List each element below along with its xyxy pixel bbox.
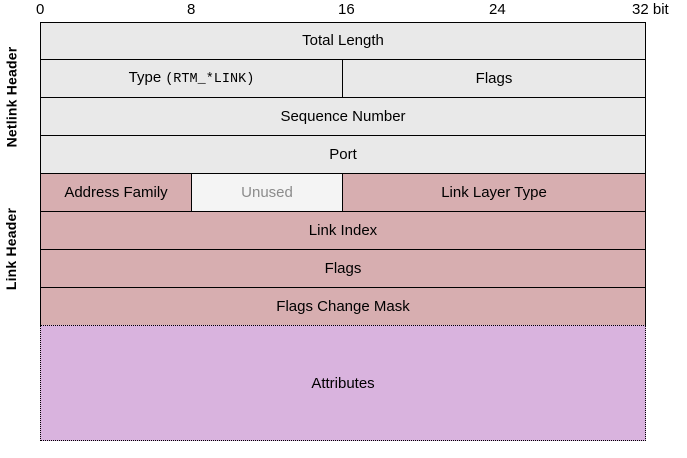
group-label-link-header-text: Link Header — [3, 207, 19, 290]
field-attributes-label: Attributes — [311, 374, 375, 392]
packet-row-sequence-number: Sequence Number — [40, 98, 646, 136]
group-label-netlink-header-text: Netlink Header — [3, 46, 19, 148]
ruler-tick-0: 0 — [36, 1, 45, 18]
field-link-index: Link Index — [41, 212, 645, 249]
field-type-label: Type — [128, 68, 162, 86]
packet-row-address-family: Address Family Unused Link Layer Type — [40, 174, 646, 212]
group-label-link-header: Link Header — [0, 172, 22, 325]
ruler-tick-16: 16 — [338, 1, 355, 18]
ruler-tick-8: 8 — [187, 1, 196, 18]
packet-row-total-length: Total Length — [40, 22, 646, 60]
bit-ruler: 0 8 16 24 32 bit — [36, 0, 669, 22]
field-port: Port — [41, 136, 645, 173]
field-type-suffix: (RTM_*LINK) — [165, 71, 255, 87]
field-flags-change-mask: Flags Change Mask — [41, 288, 645, 325]
packet-row-port: Port — [40, 136, 646, 174]
field-link-flags: Flags — [41, 250, 645, 287]
field-link-layer-type: Link Layer Type — [343, 174, 645, 211]
packet-row-link-index: Link Index — [40, 212, 646, 250]
group-label-netlink-header: Netlink Header — [0, 22, 22, 172]
field-address-family: Address Family — [41, 174, 192, 211]
field-unused: Unused — [192, 174, 343, 211]
field-total-length: Total Length — [41, 23, 645, 59]
ruler-tick-32: 32 bit — [632, 1, 669, 18]
field-netlink-flags: Flags — [343, 60, 645, 97]
packet-row-link-flags: Flags — [40, 250, 646, 288]
ruler-tick-24: 24 — [489, 1, 506, 18]
packet-rows: Total Length Type (RTM_*LINK) Flags Sequ… — [40, 22, 646, 326]
packet-row-type-flags: Type (RTM_*LINK) Flags — [40, 60, 646, 98]
field-attributes: Attributes — [40, 325, 646, 441]
field-sequence-number: Sequence Number — [41, 98, 645, 135]
field-type: Type (RTM_*LINK) — [41, 60, 343, 97]
packet-row-flags-change-mask: Flags Change Mask — [40, 288, 646, 326]
